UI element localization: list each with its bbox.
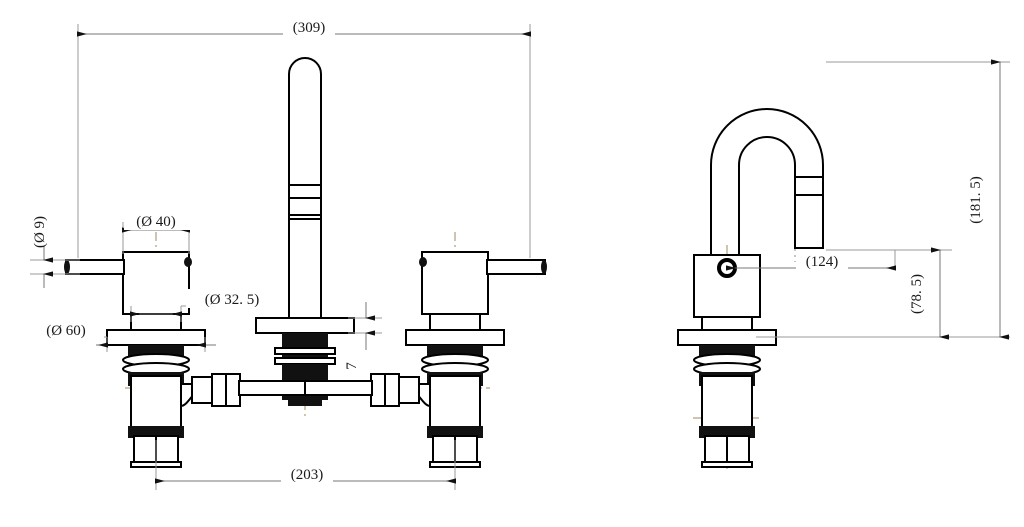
dim-label-spout-reach: (124) (806, 254, 839, 270)
dim-label-handle-cap-diameter: (Ø 40) (136, 214, 176, 230)
dim-label-bg-203 (281, 465, 333, 483)
dimension-lever-diameter: (Ø 9) (30, 216, 80, 288)
dim-label-stem-diameter: (Ø 32. 5) (205, 292, 260, 308)
side-view-body (677, 254, 777, 468)
left-elbow-fitting (180, 373, 241, 408)
right-fitting-collar (396, 376, 420, 404)
right-escutcheon-plate (405, 329, 505, 346)
dimension-handle-cap-diameter: (Ø 40) (122, 212, 190, 254)
left-escutcheon-plate (106, 329, 206, 346)
dimension-escutcheon-thickness: 7 (344, 302, 382, 370)
spout-escutcheon-plate (255, 317, 355, 334)
right-handle-cap (421, 251, 489, 315)
supply-tubes (238, 380, 373, 396)
dimension-stem-diameter: (Ø 32. 5) (130, 289, 278, 322)
left-handle-lever (65, 259, 125, 275)
dimension-centres-spacing: (203) (155, 440, 456, 490)
right-elbow-fitting (370, 373, 431, 408)
dim-label-bg-785 (911, 262, 929, 326)
dim-label-bg-d60 (28, 320, 104, 339)
dim-label-bg-124 (796, 252, 848, 270)
dim-label-centres-spacing: (203) (291, 467, 324, 483)
right-handle-set-screw-icon (419, 257, 427, 267)
left-handle-cap (122, 251, 190, 315)
side-valve-body (701, 375, 753, 429)
dim-label-bg-309 (283, 18, 335, 36)
right-valve-body (429, 375, 481, 429)
spout-column (288, 57, 322, 331)
left-valve-body (130, 375, 182, 429)
left-handle-set-screw-icon (184, 257, 192, 267)
supply-tube-left (238, 380, 306, 396)
left-fitting-collar (191, 376, 215, 404)
dim-label-lever-diameter: (Ø 9) (32, 216, 48, 248)
side-view-outlet (794, 176, 824, 249)
spout-arc-outer (710, 108, 824, 262)
side-nut-base (701, 461, 753, 468)
spout-shank-assembly (274, 333, 336, 406)
spout-nut (288, 398, 322, 406)
spout-washer-top (274, 347, 336, 355)
spout-rings (289, 184, 321, 220)
right-lever-end-cap-icon (541, 260, 547, 274)
dimension-escutcheon-diameter: (Ø 60) (28, 320, 216, 352)
dim-label-bg-d40 (124, 212, 190, 230)
dim-label-outlet-height: (78. 5) (909, 274, 925, 314)
dimension-overall-width: (309) (77, 18, 531, 258)
dimension-outlet-height: (78. 5) (826, 247, 952, 340)
dim-label-overall-width: (309) (293, 20, 326, 36)
dim-label-bg-1815 (970, 165, 988, 235)
dim-label-escutcheon-diameter: (Ø 60) (46, 323, 86, 339)
supply-tube-right (304, 380, 373, 396)
front-view-spout (288, 57, 322, 331)
dim-label-escutcheon-thickness: 7 (344, 362, 360, 370)
dim-label-bg-d325 (186, 289, 278, 308)
spout-arc-inner (738, 136, 796, 262)
spout-washer-bottom (274, 357, 336, 365)
left-lever-end-cap-icon (64, 260, 70, 274)
right-handle-lever (486, 259, 546, 275)
dimension-spout-reach: (124) (726, 250, 896, 271)
dimension-spout-height: (181. 5) (756, 59, 1010, 340)
spout-outlet-sleeve (794, 176, 824, 249)
dim-label-spout-height: (181. 5) (968, 176, 984, 224)
